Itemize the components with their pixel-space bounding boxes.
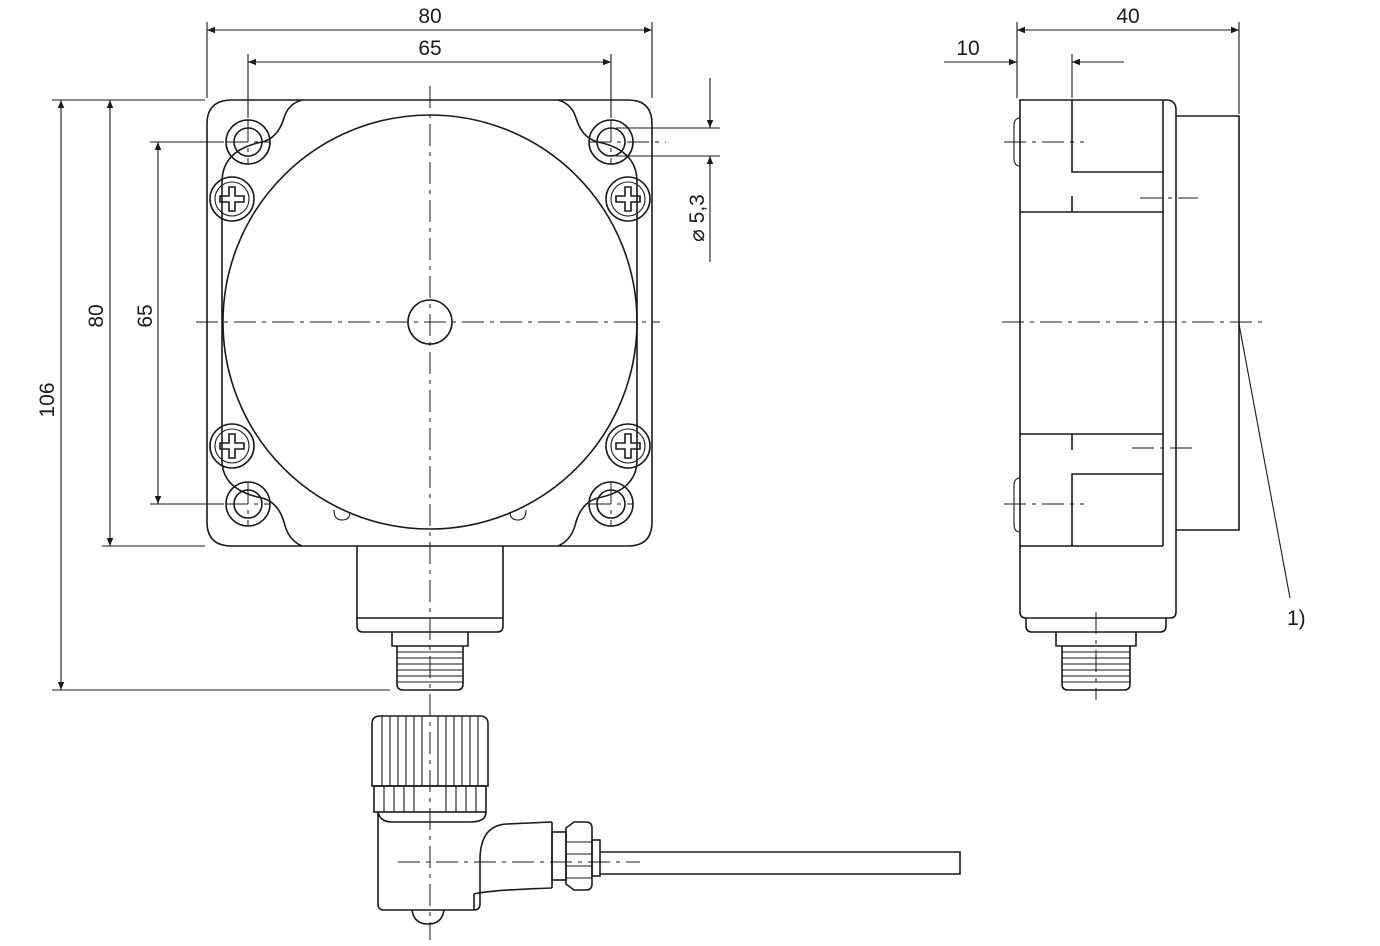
- dim-height-holes: 65: [134, 304, 157, 327]
- dim-width-outer: 80: [418, 5, 441, 28]
- front-dimensions: 80 65 106 80 65 ⌀ 5,3: [36, 5, 720, 691]
- side-view: [1002, 99, 1291, 700]
- screw-top-left: [209, 176, 255, 222]
- screw-top-right: [605, 176, 651, 222]
- dim-hole-diameter: ⌀ 5,3: [686, 194, 709, 242]
- housing-right-outline: [557, 99, 653, 547]
- callout-label: 1): [1287, 607, 1306, 630]
- dim-height-outer: 80: [85, 304, 108, 327]
- dim-width-holes: 65: [418, 37, 441, 60]
- led-right: [509, 509, 527, 521]
- side-dimensions: 40 10 1): [944, 5, 1306, 630]
- side-housing-outline: [1019, 99, 1177, 619]
- dim-depth: 40: [1116, 5, 1139, 28]
- front-view: [196, 86, 666, 940]
- screw-bottom-left: [209, 423, 255, 469]
- angled-cable-plug: [371, 715, 961, 925]
- dim-offset: 10: [956, 37, 979, 60]
- led-left: [333, 509, 351, 521]
- housing-outline: [206, 99, 303, 547]
- dim-total-height: 106: [36, 382, 59, 417]
- screw-bottom-right: [605, 423, 651, 469]
